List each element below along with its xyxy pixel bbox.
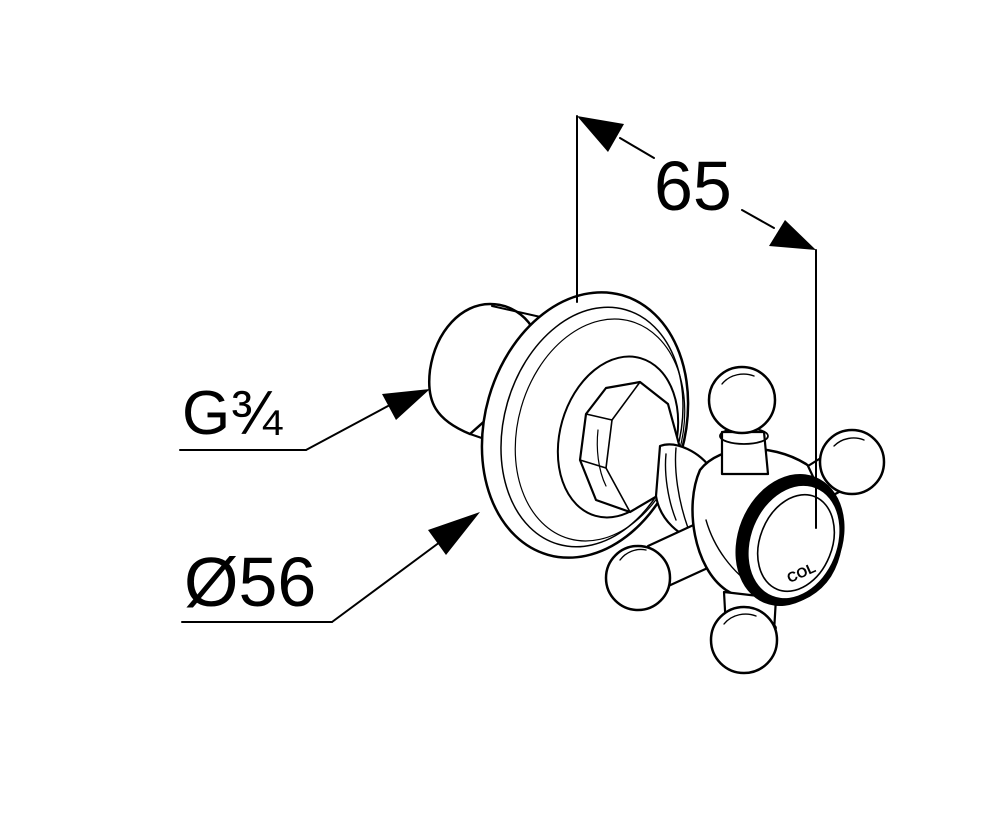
leader-arrow-thread (382, 389, 430, 420)
leader-thread: G¾ (179, 379, 430, 451)
dimension-line-lower (741, 209, 775, 229)
leader-line-thread (305, 405, 389, 451)
handle-arm-top (707, 365, 777, 476)
diameter-label: Ø56 (184, 543, 316, 621)
thread-size-label: G¾ (182, 379, 283, 448)
threaded-connector (427, 302, 546, 447)
handle-arm-bottom (709, 590, 779, 675)
dimension-line-upper (619, 137, 655, 159)
dimension-depth-label: 65 (654, 147, 732, 225)
arrowhead-upper (577, 116, 624, 152)
hex-nut (578, 380, 682, 514)
dimension-depth: 65 (576, 115, 817, 529)
leader-line-diameter (331, 541, 441, 623)
arrowhead-lower (769, 220, 816, 250)
leader-arrow-diameter (428, 512, 480, 555)
leader-diameter: Ø56 (181, 512, 480, 623)
